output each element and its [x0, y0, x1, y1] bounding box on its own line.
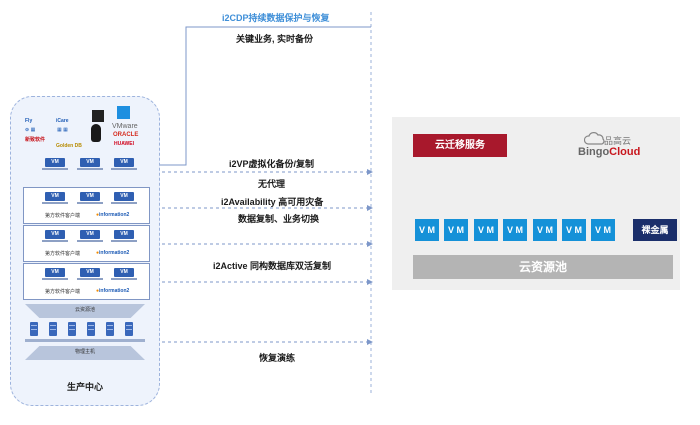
logo-huawei: HUAWEI [114, 141, 134, 147]
windows-icon [117, 106, 130, 119]
bare-metal: 裸金属 [633, 219, 677, 241]
vm-tile: VM [42, 268, 68, 280]
drill-label: 恢复演练 [259, 353, 296, 363]
cloud-vm: V M [444, 219, 468, 241]
logo-xinzhi: 新致软件 [25, 137, 46, 143]
server-icon [30, 322, 38, 336]
cloud-migration-service: 云迁移服务 [413, 134, 507, 157]
cloud-vm: V M [562, 219, 586, 241]
vm-tile: VM [77, 192, 103, 204]
logo-fly: Fly [25, 118, 33, 124]
i2availability-label: i2Availability 高可用灾备 [221, 197, 324, 207]
bingo-brand-cn: 品高云 [604, 136, 632, 146]
tux-icon [91, 124, 101, 142]
client-label: 第方软件客户端 [45, 289, 81, 295]
production-center-title: 生产中心 [66, 382, 103, 392]
physical-host-shape: 物理主机 [25, 346, 145, 360]
client-label: 第方软件客户端 [45, 213, 81, 219]
vm-tile: VM [111, 158, 137, 170]
switchover-label: 数据复制、业务切换 [238, 214, 320, 224]
bingo-brand-en: BingoCloud [578, 146, 641, 158]
cloud-icon [584, 132, 605, 145]
cloud-vm: V M [503, 219, 527, 241]
server-icon [125, 322, 133, 336]
info2-logo: ●information2 [96, 212, 130, 218]
logo-goldendb: Golden DB [56, 143, 82, 149]
vm-tile: VM [111, 192, 137, 204]
logo-oracle: ORACLE [113, 132, 139, 138]
client-label: 第方软件客户端 [45, 251, 81, 257]
server-icon [49, 322, 57, 336]
cloud-resource-pool: 云资源池 [413, 255, 673, 279]
i2vp-label: i2VP虚拟化备份/复制 [229, 159, 315, 169]
server-icon [87, 322, 95, 336]
logo-b: ▦ ▦ [57, 127, 68, 133]
i2active-label: i2Active 同构数据库双活复制 [213, 261, 332, 271]
vm-tile: VM [111, 268, 137, 280]
logo-a: ⊙ ▦ [25, 127, 36, 133]
vm-tile: VM [77, 158, 103, 170]
vm-tile: VM [77, 268, 103, 280]
cloud-vm: V M [533, 219, 557, 241]
info2-logo: ●information2 [96, 250, 130, 256]
realtime-backup-label: 关键业务, 实时备份 [236, 34, 314, 44]
agentless-label: 无代理 [258, 179, 286, 189]
info2-logo: ●information2 [96, 288, 130, 294]
cloud-pool-shape: 云资源池 [25, 304, 145, 318]
cdp-title: i2CDP持续数据保护与恢复 [222, 13, 330, 23]
linux-icon [92, 110, 104, 122]
vm-tile: VM [111, 230, 137, 242]
logo-icare: iCare [56, 118, 69, 124]
cdp-path [150, 26, 371, 166]
logo-vmware: VMware [112, 123, 138, 130]
vm-tile: VM [42, 158, 68, 170]
cloud-vm: V M [591, 219, 615, 241]
server-base [25, 339, 145, 342]
server-icon [106, 322, 114, 336]
cloud-vm: V M [474, 219, 498, 241]
vm-tile: VM [42, 230, 68, 242]
vm-tile: VM [42, 192, 68, 204]
server-icon [68, 322, 76, 336]
vm-tile: VM [77, 230, 103, 242]
cloud-vm: V M [415, 219, 439, 241]
